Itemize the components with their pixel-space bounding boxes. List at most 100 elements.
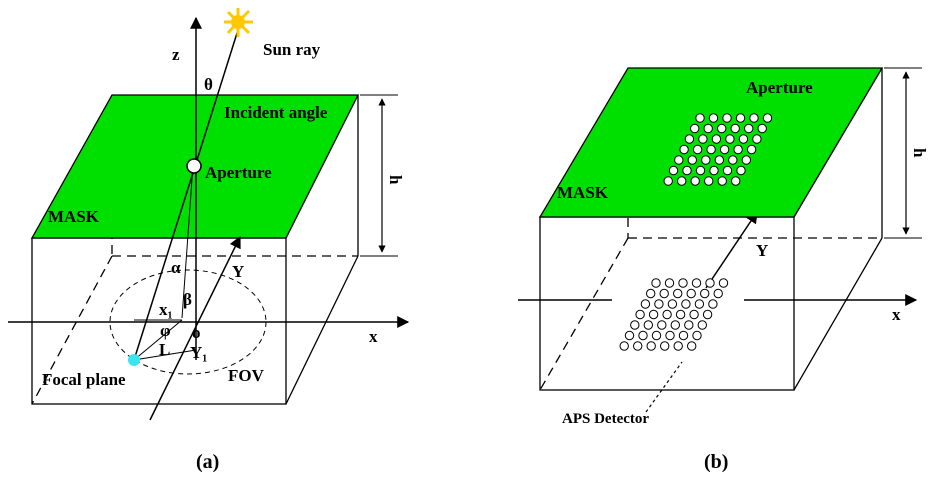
label-x-b: x bbox=[892, 305, 901, 324]
aperture-hole bbox=[674, 155, 684, 165]
aperture-hole bbox=[704, 176, 714, 186]
aperture-hole bbox=[695, 113, 705, 123]
aperture-hole bbox=[668, 165, 679, 176]
aperture-hole bbox=[736, 165, 746, 176]
label-aperture-a: Aperture bbox=[205, 163, 272, 182]
aps-pointer bbox=[645, 361, 683, 413]
aperture-hole bbox=[744, 123, 754, 134]
detector-element bbox=[665, 330, 675, 341]
aperture-hole bbox=[752, 134, 762, 144]
y-axis-b bbox=[705, 211, 758, 289]
detector-element bbox=[660, 341, 670, 351]
detector-element bbox=[640, 299, 651, 309]
aperture-hole bbox=[746, 144, 757, 155]
aperture-hole bbox=[735, 113, 746, 123]
detector-element bbox=[702, 309, 713, 320]
label-alpha: α bbox=[171, 258, 181, 277]
label-theta: θ bbox=[204, 75, 213, 94]
detector-element bbox=[670, 320, 680, 330]
label-h-a: h bbox=[386, 175, 405, 185]
detector-element bbox=[630, 320, 640, 330]
panel-a: z Sun ray θ Incident angle Aperture h MA… bbox=[8, 8, 410, 473]
label-o: o bbox=[192, 323, 201, 342]
label-h-b: h bbox=[910, 148, 929, 158]
aperture-hole bbox=[722, 165, 733, 176]
aperture-hole bbox=[725, 134, 735, 144]
aperture-hole-a bbox=[186, 158, 202, 174]
detector-element bbox=[673, 288, 683, 299]
y1-line bbox=[133, 349, 197, 361]
detector-element bbox=[654, 299, 664, 309]
label-fov: FOV bbox=[228, 366, 265, 385]
label-mask-a: MASK bbox=[48, 207, 100, 226]
detector-element bbox=[638, 330, 648, 341]
detector-element bbox=[689, 309, 699, 320]
detector-element bbox=[681, 299, 691, 309]
aperture-hole bbox=[692, 144, 703, 155]
y-axis-a bbox=[149, 235, 241, 421]
label-y-b: Y bbox=[756, 241, 768, 260]
detector-element bbox=[657, 320, 667, 330]
aperture-hole bbox=[682, 165, 692, 176]
detector-element bbox=[686, 288, 696, 299]
aperture-array bbox=[663, 113, 773, 186]
mask-b bbox=[538, 67, 884, 218]
detector-element bbox=[691, 278, 702, 288]
detector-element bbox=[664, 278, 675, 288]
aperture-hole bbox=[731, 176, 741, 186]
aperture-hole bbox=[741, 155, 751, 165]
label-focal-plane: Focal plane bbox=[42, 370, 126, 389]
aperture-hole bbox=[711, 134, 722, 144]
detector-element bbox=[648, 309, 659, 320]
aperture-hole bbox=[679, 144, 689, 155]
sun-ray-line bbox=[133, 29, 239, 361]
detector-element bbox=[675, 309, 686, 320]
aperture-hole bbox=[714, 155, 724, 165]
aperture-hole bbox=[701, 155, 711, 165]
label-aperture-b: Aperture bbox=[746, 78, 813, 97]
aps-detector-array bbox=[619, 278, 729, 351]
detector-element bbox=[697, 320, 707, 330]
detector-element bbox=[667, 299, 678, 309]
box-a-hidden-diag bbox=[31, 255, 113, 405]
label-beta: β bbox=[183, 290, 192, 309]
panel-b: Aperture h MASK Y x APS Detector (b) bbox=[518, 67, 929, 473]
detector-element bbox=[633, 341, 643, 351]
detector-element bbox=[718, 278, 729, 288]
detector-element bbox=[694, 299, 705, 309]
label-phi: φ bbox=[160, 321, 171, 340]
aperture-hole bbox=[690, 123, 700, 134]
aperture-hole bbox=[730, 123, 740, 134]
box-b-right-bottom bbox=[793, 237, 883, 391]
aperture-hole bbox=[663, 176, 673, 186]
detector-element bbox=[678, 330, 689, 341]
box-a-right-bottom bbox=[285, 255, 359, 405]
aperture-hole bbox=[703, 123, 713, 134]
detector-element bbox=[684, 320, 694, 330]
aperture-hole bbox=[728, 155, 738, 165]
label-mask-b: MASK bbox=[557, 183, 609, 202]
aperture-hole bbox=[690, 176, 700, 186]
aperture-hole bbox=[706, 144, 716, 155]
detector-element bbox=[651, 330, 662, 341]
aperture-hole bbox=[749, 113, 759, 123]
detector-element bbox=[651, 278, 661, 288]
aperture-hole bbox=[687, 155, 697, 165]
aperture-hole bbox=[684, 134, 695, 144]
detector-element bbox=[619, 341, 629, 351]
detector-element bbox=[700, 288, 710, 299]
label-x-a: x bbox=[369, 327, 378, 346]
aperture-hole bbox=[757, 123, 767, 134]
focal-spot bbox=[128, 354, 140, 366]
detector-element bbox=[646, 341, 656, 351]
aperture-hole bbox=[722, 113, 732, 123]
aperture-hole bbox=[708, 113, 719, 123]
aperture-hole bbox=[717, 123, 727, 134]
detector-element bbox=[643, 320, 653, 330]
detector-element bbox=[705, 278, 715, 288]
label-incident-angle: Incident angle bbox=[224, 103, 328, 122]
aperture-hole bbox=[709, 165, 719, 176]
label-sun-ray: Sun ray bbox=[263, 40, 321, 59]
detector-element bbox=[687, 341, 697, 351]
